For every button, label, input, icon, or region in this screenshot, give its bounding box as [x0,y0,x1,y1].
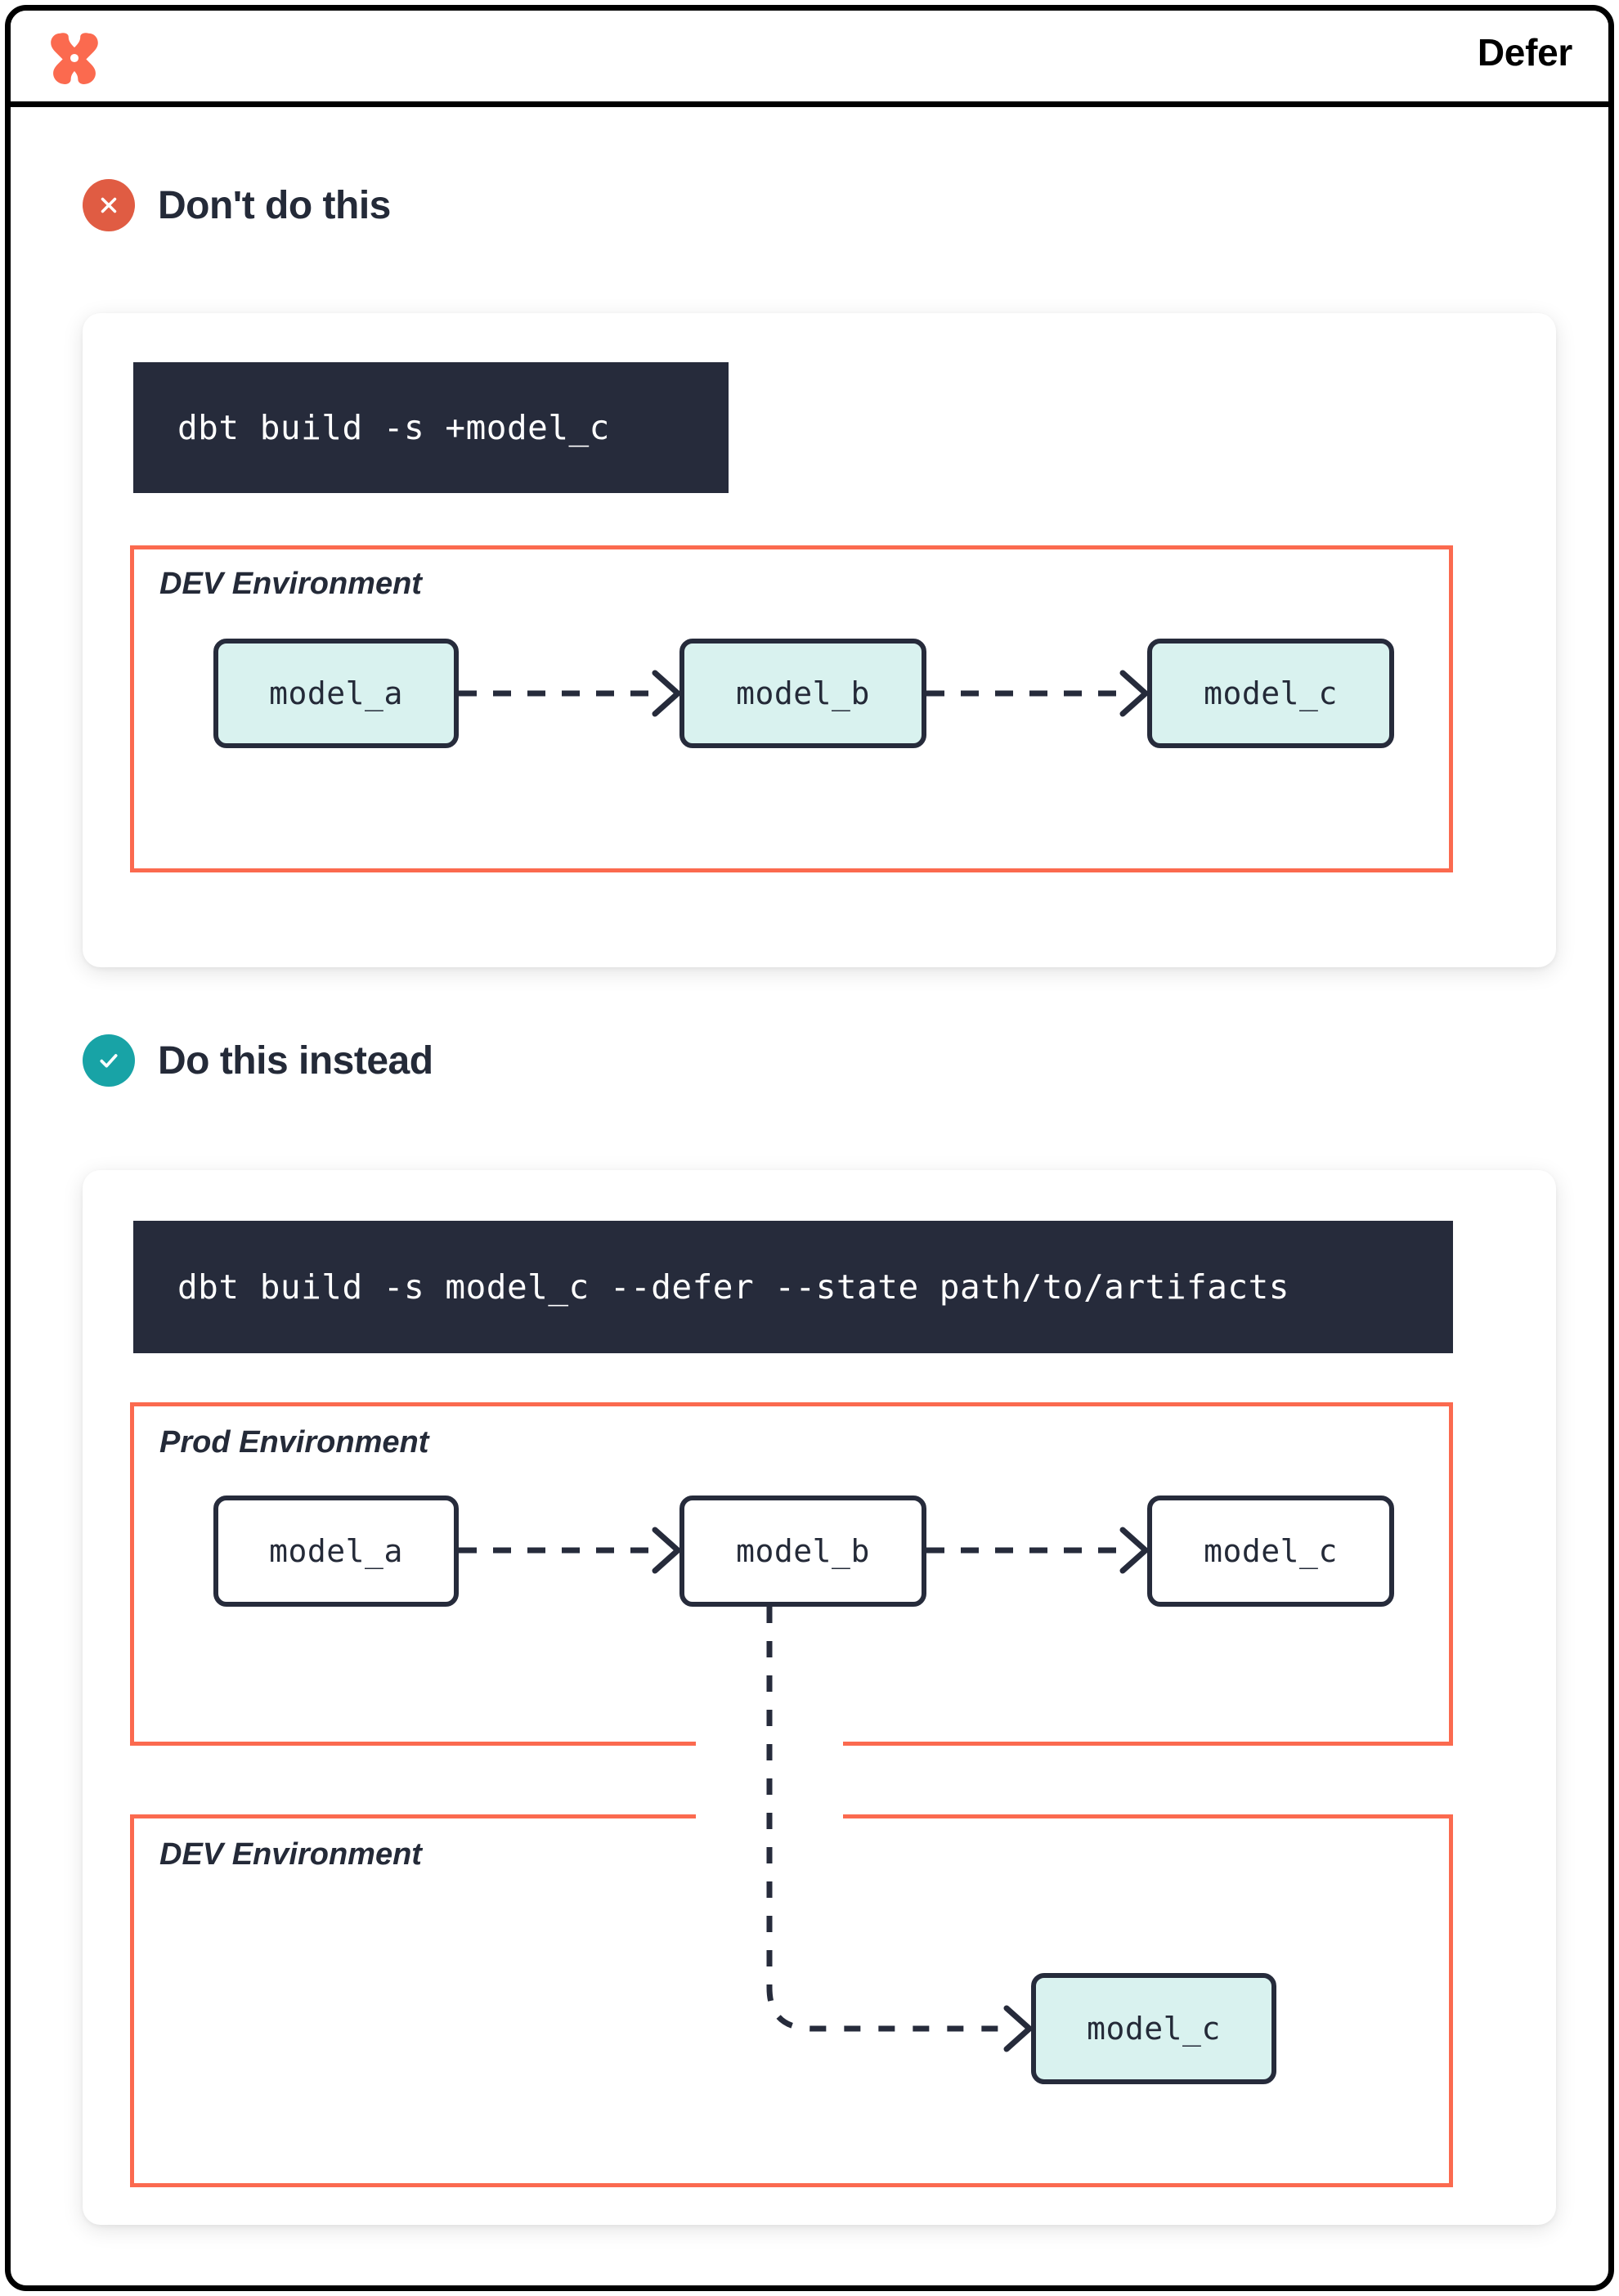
node-model-c-prod[interactable]: model_c [1147,1496,1394,1607]
border-gap-prod [696,1734,843,1752]
card-dont: dbt build -s +model_c DEV Environment mo… [83,313,1556,967]
code-block-dont: dbt build -s +model_c [133,362,729,493]
node-model-a-dev-dont[interactable]: model_a [213,639,459,748]
section-title-do: Do this instead [158,1038,433,1083]
env-box-dev-dont [130,545,1453,872]
section-title-dont: Don't do this [158,183,391,227]
node-model-b-dev-dont[interactable]: model_b [679,639,926,748]
section-header-do: Do this instead [83,1034,433,1087]
node-model-a-prod[interactable]: model_a [213,1496,459,1607]
screenshot-frame: Defer Don't do this dbt build -s +model_… [5,5,1614,2291]
node-model-c-dev-dont[interactable]: model_c [1147,639,1394,748]
card-do: dbt build -s model_c --defer --state pat… [83,1170,1556,2225]
page-header: Defer [11,11,1608,107]
check-circle-icon [83,1034,135,1087]
section-header-dont: Don't do this [83,179,391,231]
env-label-prod: Prod Environment [159,1425,429,1460]
node-model-c-dev[interactable]: model_c [1031,1973,1276,2084]
x-circle-icon [83,179,135,231]
border-gap-dev [696,1806,843,1824]
page-title: Defer [1477,31,1572,74]
node-model-b-prod[interactable]: model_b [679,1496,926,1607]
env-label-dev-do: DEV Environment [159,1837,422,1872]
code-block-do: dbt build -s model_c --defer --state pat… [133,1221,1453,1353]
dbt-logo-icon [45,29,104,87]
env-label-dev-dont: DEV Environment [159,567,422,601]
